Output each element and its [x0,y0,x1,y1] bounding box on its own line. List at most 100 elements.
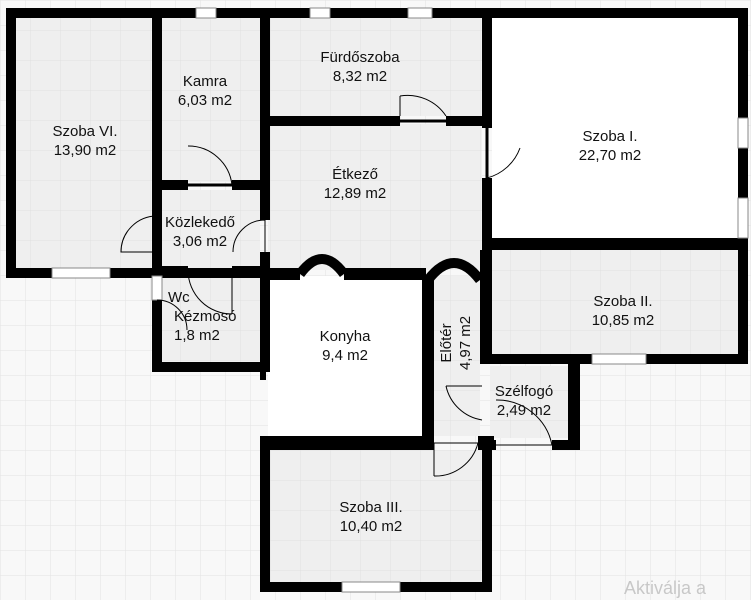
room-area: 6,03 m2 [177,92,233,109]
wall-szoba-iii-right [482,436,492,592]
room-name: Étkező [332,166,378,183]
door-wc [187,270,233,315]
room-area: 2,49 m2 [496,402,552,419]
room-name: Szoba VI. [52,123,118,140]
window-wc-left [151,275,163,301]
room-label-szoba-i: Szoba I. 22,70 m2 [555,127,665,165]
window-top-2 [309,7,331,19]
floor-szoba-iii [270,450,482,582]
room-area: 3,06 m2 [172,233,228,250]
room-area: 10,40 m2 [339,518,403,535]
floor-wc [162,276,260,366]
room-label-etkezo: Étkező 12,89 m2 [300,165,410,203]
room-area: 10,85 m2 [591,312,655,329]
room-floors [16,16,738,582]
room-name: Szélfogó [494,383,554,400]
floor-szelfogo [490,366,570,438]
wall-konyha-left-stub [260,370,266,380]
room-area: 1,8 m2 [174,327,220,344]
wall-furdo-bottom-b [446,116,492,126]
wall-eloter-left [422,276,434,442]
wall-konyha-bottom [260,436,434,450]
window-szoba-ii-bottom [591,353,647,365]
wall-left-bottom-a [6,268,52,278]
window-top-1 [195,7,217,19]
wall-szelfogo-bottom-b [552,440,580,450]
room-name: Szoba I. [582,128,638,145]
wall-wc-top-a [152,266,188,276]
floor-kozlekedo [162,190,260,268]
floor-szoba-ii [492,250,738,354]
floor-etkezo [268,124,482,270]
window-left-bottom [51,267,111,279]
room-name: Konyha [319,328,371,345]
windows [51,7,749,593]
door-kozlekedo-right [232,219,266,253]
floor-szoba-vi [16,16,152,268]
window-right-1 [737,117,749,149]
room-area: 12,89 m2 [323,185,387,202]
door-kamra [187,145,233,186]
door-kozlekedo-bottom [156,299,188,331]
wall-konyha-top-a [260,268,300,280]
arch-konyha [295,254,349,278]
wall-wc-right [260,276,270,372]
wall-kozlekedo-right [260,252,270,278]
room-label-eloter: Előtér 4,97 m2 [437,298,475,388]
window-top-3 [407,7,433,19]
wall-szoba-i-bottom [482,238,748,250]
window-szoba-iii-bottom [341,581,401,593]
floor-szoba-i [492,16,738,238]
wall-eloter-right [480,250,492,354]
room-label-konyha: Konyha 9,4 m2 [290,327,400,365]
floor-kamra [162,16,260,182]
wall-wc-bottom [152,362,270,372]
window-right-2 [737,197,749,239]
room-label-szoba-ii: Szoba II. 10,85 m2 [568,292,678,330]
room-name: Wc [168,289,190,306]
door-kozlekedo-left [120,215,158,253]
arches [295,254,484,284]
wall-szoba-ii-bottom-a [480,354,592,364]
room-name-2: Kézmosó [174,308,237,325]
room-name: Fürdőszoba [320,49,400,66]
wall-kamra-bottom-b [232,180,270,190]
wall-wc-left [152,300,162,370]
wall-szoba-iii-bottom-b [400,582,492,592]
activation-watermark: Aktiválja a [624,578,707,598]
wall-kamra-bottom-a [152,180,188,190]
wall-wc-top-b [232,266,270,276]
room-label-kamra: Kamra 6,03 m2 [160,72,250,110]
room-label-szoba-iii: Szoba III. 10,40 m2 [316,498,426,536]
floor-konyha [268,276,422,436]
floor-eloter [432,276,480,436]
arch-eloter [424,258,484,284]
wall-szoba-iii-bottom-a [260,582,342,592]
wall-furdo-bottom-a [260,116,400,126]
door-eloter [445,385,483,421]
wall-left [6,8,16,278]
door-szelfogo [495,399,553,446]
wall-kamra-right [260,8,270,220]
room-name: Szoba III. [339,499,403,516]
room-label-wc: Wc Kézmosó 1,8 m2 [168,288,258,345]
floor-furdoszoba [268,16,482,116]
room-label-szelfogo: Szélfogó 2,49 m2 [478,382,570,420]
room-name: Előtér [438,323,455,363]
door-szoba-i [486,147,521,179]
door-szoba-iii [433,442,479,477]
room-label-furdoszoba: Fürdőszoba 8,32 m2 [300,48,420,86]
room-area: 8,32 m2 [332,68,388,85]
wall-right-upper [738,8,748,118]
room-name: Kamra [182,73,228,90]
room-area: 9,4 m2 [322,347,368,364]
wall-szelfogo-right [568,364,580,448]
wall-right-lower [738,238,748,364]
room-label-kozlekedo: Közlekedő 3,06 m2 [150,213,250,251]
room-area: 22,70 m2 [578,147,642,164]
doors [120,94,553,477]
room-area: 4,97 m2 [457,315,474,371]
door-furdo [399,94,447,117]
wall-top [6,8,746,18]
